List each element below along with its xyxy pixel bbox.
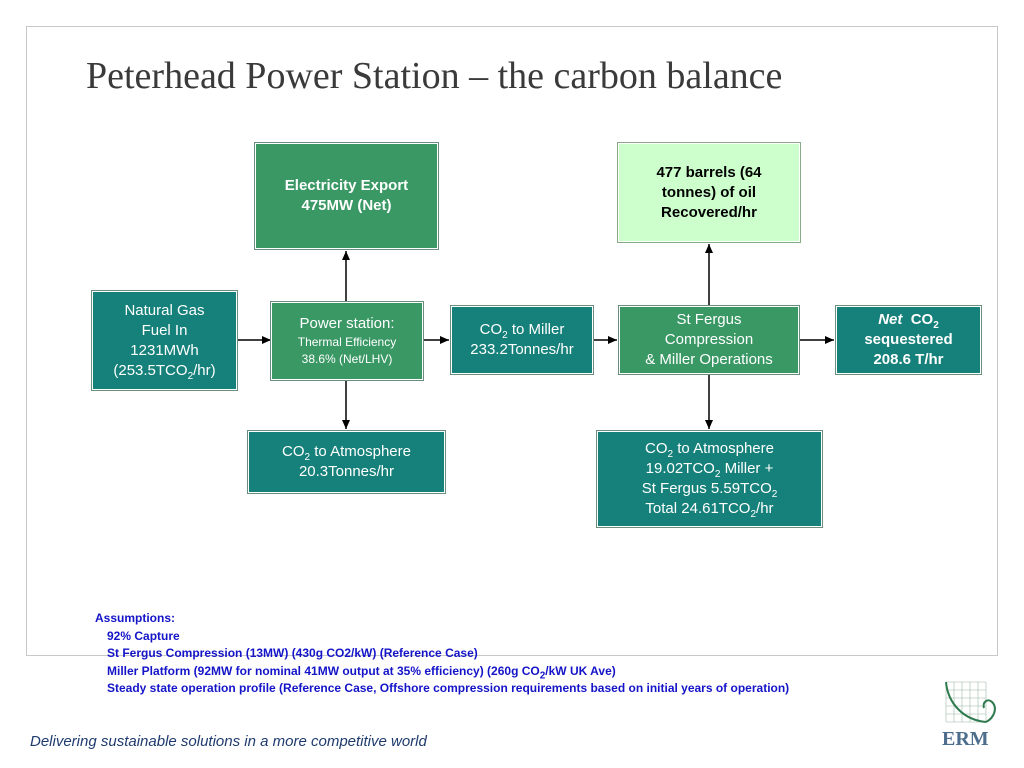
footer-tagline: Delivering sustainable solutions in a mo…	[30, 733, 427, 750]
net-line2: sequestered	[864, 331, 953, 348]
miller-line2: 233.2Tonnes/hr	[470, 341, 574, 358]
net-line1: Net CO2	[878, 311, 939, 331]
natural-gas-box: Natural Gas Fuel In 1231MWh (253.5TCO2/h…	[92, 291, 237, 390]
electricity-line1: Electricity Export	[284, 177, 409, 194]
assumptions-block: Assumptions: 92% Capture St Fergus Compr…	[95, 610, 789, 698]
oil-line1: 477 barrels (64	[656, 163, 762, 181]
miller-line1: CO2 to Miller	[479, 321, 565, 341]
erm-leaf-icon: ERM	[942, 681, 996, 750]
gas-line4: (253.5TCO2/hr)	[113, 361, 216, 382]
assumption-item: Miller Platform (92MW for nominal 41MW o…	[107, 663, 616, 681]
slide-frame	[26, 26, 998, 656]
atm-fergus-line1: CO2 to Atmosphere	[645, 440, 774, 460]
co2-to-miller-box: CO2 to Miller 233.2Tonnes/hr	[451, 306, 593, 374]
fergus-line2: Compression	[664, 331, 754, 348]
st-fergus-box: St Fergus Compression & Miller Operation…	[619, 306, 799, 374]
gas-line1: Natural Gas	[124, 301, 205, 319]
power-line2: Thermal Efficiency	[297, 335, 397, 349]
co2-atmosphere-power-box: CO2 to Atmosphere 20.3Tonnes/hr	[248, 431, 445, 493]
atm-fergus-line2: 19.02TCO2 Miller +	[645, 460, 774, 480]
gas-line2: Fuel In	[141, 321, 188, 339]
electricity-export-box: Electricity Export 475MW (Net)	[255, 143, 438, 249]
assumption-item: Steady state operation profile (Referenc…	[107, 681, 790, 695]
net-line3: 208.6 T/hr	[873, 351, 944, 368]
power-line3: 38.6% (Net/LHV)	[301, 352, 393, 366]
power-line1: Power station:	[299, 315, 395, 332]
atm-power-line1: CO2 to Atmosphere	[282, 443, 411, 463]
assumption-item: St Fergus Compression (13MW) (430g CO2/k…	[107, 646, 478, 660]
net-co2-box: Net CO2 sequestered 208.6 T/hr	[836, 306, 981, 374]
electricity-line2: 475MW (Net)	[301, 197, 392, 214]
oil-recovered-box: 477 barrels (64 tonnes) of oil Recovered…	[618, 143, 800, 242]
erm-logo: ERM	[940, 678, 1000, 750]
atm-power-line2: 20.3Tonnes/hr	[298, 463, 395, 480]
co2-atmosphere-fergus-box: CO2 to Atmosphere 19.02TCO2 Miller + St …	[597, 431, 822, 527]
fergus-line1: St Fergus	[676, 311, 742, 328]
assumptions-heading: Assumptions:	[95, 611, 176, 625]
atm-fergus-line4: Total 24.61TCO2/hr	[645, 500, 774, 520]
fergus-line3: & Miller Operations	[645, 351, 773, 368]
oil-line2: tonnes) of oil	[661, 183, 757, 201]
slide-title: Peterhead Power Station – the carbon bal…	[86, 55, 783, 97]
assumption-item: 92% Capture	[107, 628, 180, 643]
power-station-box: Power station: Thermal Efficiency 38.6% …	[271, 302, 423, 380]
oil-line3: Recovered/hr	[661, 203, 757, 221]
svg-text:ERM: ERM	[942, 728, 989, 750]
atm-fergus-line3: St Fergus 5.59TCO2	[641, 480, 778, 500]
gas-line3: 1231MWh	[130, 341, 199, 359]
